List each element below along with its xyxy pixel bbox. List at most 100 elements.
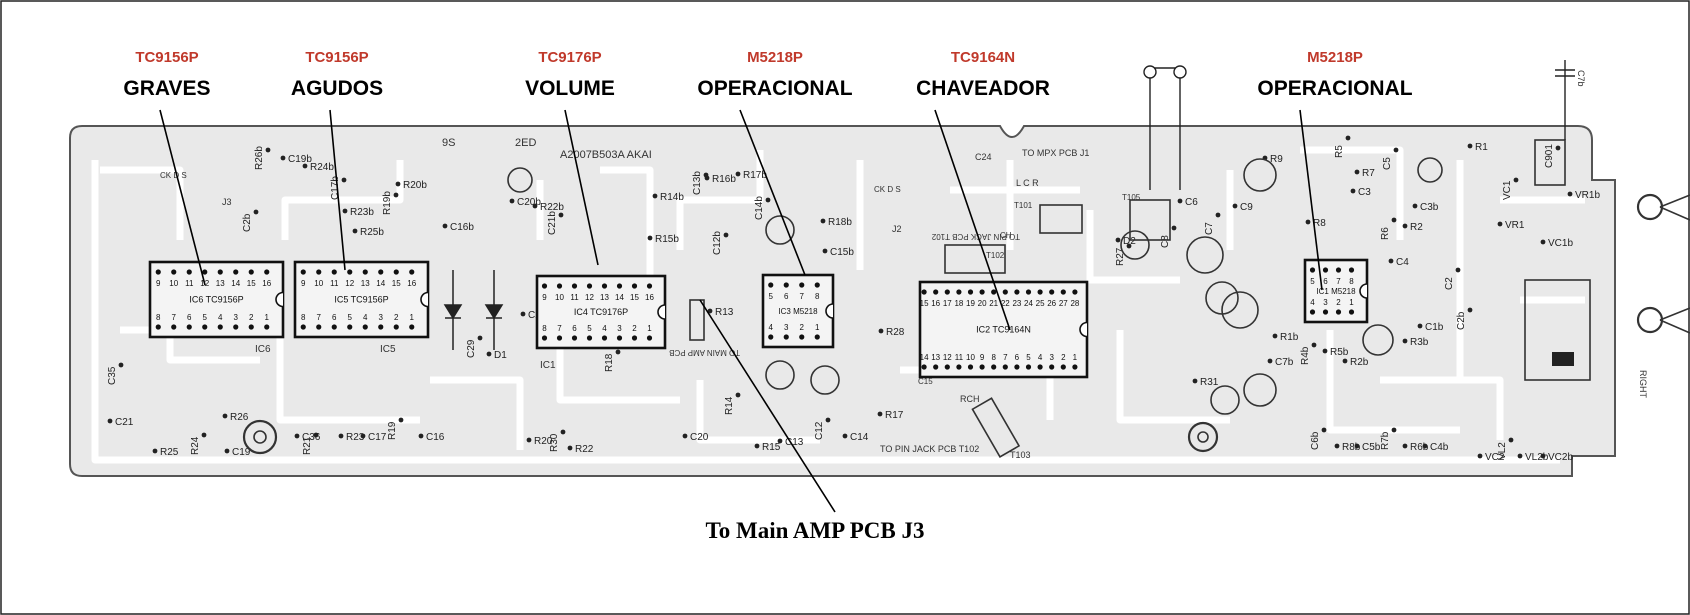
ic-pin-number: 8	[991, 353, 996, 362]
ic-label: IC1 M5218	[1316, 287, 1356, 296]
solder-pad	[1350, 188, 1356, 194]
component-label: R2	[1410, 222, 1423, 233]
ic-pin-pad	[155, 269, 161, 275]
solder-pad	[1417, 323, 1423, 329]
ic-pin-number: 14	[231, 279, 240, 288]
ic-pin-pad	[646, 283, 653, 289]
part-number-graves: TC9156P	[135, 49, 198, 66]
ic-pin-number: 5	[769, 292, 774, 301]
ic-notch	[1079, 321, 1088, 338]
component-label: R6b	[1410, 442, 1429, 453]
ic-pin-pad	[1335, 267, 1342, 273]
ic-pin-number: 6	[332, 313, 337, 322]
t102-label: T102	[986, 251, 1005, 260]
ic-label: IC5 TC9156P	[334, 295, 388, 305]
c24-label: C24	[975, 152, 992, 162]
solder-pad	[1354, 169, 1360, 175]
board-code-2: 2ED	[515, 137, 536, 149]
solder-pad	[253, 209, 259, 215]
component-label: C5b	[1362, 442, 1381, 453]
component-label: C16	[426, 432, 445, 443]
ic-notch	[1359, 283, 1368, 299]
solder-pad	[1345, 135, 1351, 141]
ic-pin-number: 4	[769, 323, 774, 332]
c901-label: C7b	[1576, 70, 1586, 87]
solder-pad	[398, 417, 404, 423]
solder-pad	[1388, 258, 1394, 264]
ic-pin-pad	[1322, 309, 1329, 315]
ic-pin-pad	[967, 289, 974, 295]
ic-notch	[275, 291, 284, 308]
ic-pin-pad	[956, 364, 962, 370]
solder-pad	[1497, 221, 1503, 227]
ic-pin-pad	[362, 269, 368, 275]
ic-pin-number: 10	[169, 279, 178, 288]
solder-pad	[265, 147, 271, 153]
ic-pin-pad	[233, 324, 239, 330]
ic-pin-pad	[631, 335, 638, 341]
label-graves: GRAVES	[123, 77, 210, 100]
ic-pin-number: 13	[600, 293, 609, 302]
ic-pin-pad	[1037, 289, 1043, 295]
ic-pin-pad	[556, 283, 563, 289]
component-label: R19	[387, 421, 398, 440]
ic-pin-pad	[171, 324, 177, 330]
solder-pad	[1508, 437, 1514, 443]
component-label: C14b	[754, 196, 765, 220]
solder-pad	[1391, 427, 1397, 433]
component-label: R6	[1380, 227, 1391, 240]
ic-pin-pad	[1049, 289, 1055, 295]
solder-pad	[707, 308, 713, 314]
ic-pin-pad	[783, 334, 789, 340]
solder-pad	[1513, 177, 1519, 183]
solder-pad	[1232, 203, 1238, 209]
component-label: C17b	[330, 176, 341, 200]
component-label: R13	[715, 307, 734, 318]
solder-pad	[878, 328, 884, 334]
ic-pin-pad	[248, 324, 254, 330]
ic-pin-number: 9	[980, 353, 985, 362]
solder-pad	[486, 351, 492, 357]
ic-pin-number: 6	[1015, 353, 1020, 362]
solder-pad	[442, 223, 448, 229]
ic-pin-number: 3	[617, 324, 622, 333]
solder-pad	[1422, 443, 1428, 449]
solder-pad	[735, 392, 741, 398]
label-operacional-1: OPERACIONAL	[697, 77, 852, 100]
part-number-operacional-2: M5218P	[1307, 49, 1363, 66]
component-label: C19	[232, 447, 251, 458]
ic-pin-number: 2	[249, 313, 254, 322]
solder-pad	[704, 175, 710, 181]
solder-pad	[1321, 427, 1327, 433]
ic-pin-pad	[331, 269, 337, 275]
ic-pin-pad	[991, 289, 997, 295]
ic-pin-pad	[979, 289, 985, 295]
ic-pin-number: 4	[218, 313, 223, 322]
solder-pad	[1412, 203, 1418, 209]
ic-pin-pad	[1025, 289, 1032, 295]
solder-pad	[615, 349, 621, 355]
ic-pin-pad	[186, 324, 192, 330]
solder-pad	[1334, 443, 1340, 449]
solder-pad	[647, 235, 653, 241]
component-label: C20	[690, 432, 709, 443]
component-label: R14	[724, 396, 735, 415]
ic-pin-pad	[300, 269, 306, 275]
ic-pin-pad	[316, 269, 322, 275]
ch-label: CH	[1000, 231, 1012, 240]
part-number-operacional-1: M5218P	[747, 49, 803, 66]
diodes	[443, 270, 504, 350]
ic-pin-number: 9	[542, 293, 547, 302]
solder-pad	[118, 362, 124, 368]
ic-pin-pad	[768, 282, 774, 288]
ic-pin-number: 1	[1073, 353, 1078, 362]
component-label: R1b	[1280, 332, 1299, 343]
ic-pin-number: 2	[800, 323, 805, 332]
ic-label: IC6 TC9156P	[189, 295, 243, 305]
ic-notch	[420, 291, 429, 308]
component-label: R9	[1270, 154, 1283, 165]
discrete-parts	[242, 139, 1690, 458]
ic-pin-pad	[586, 335, 593, 341]
